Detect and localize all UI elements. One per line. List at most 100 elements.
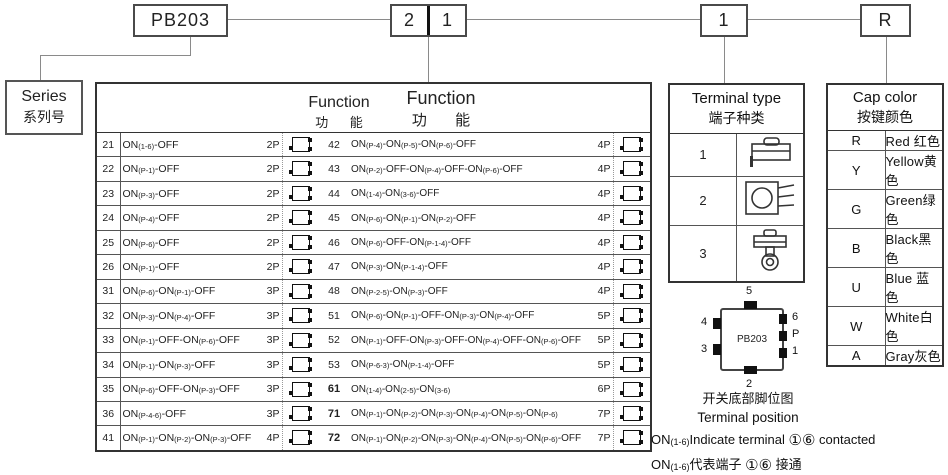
cap-color-label: Green绿色 — [885, 189, 943, 229]
connector-line — [886, 33, 887, 83]
pin-diagram-cell — [612, 205, 651, 231]
terminal-type-row: 2 — [669, 176, 804, 226]
function-desc: ON(P-6)-OFF — [120, 230, 260, 256]
function-code: 72 — [327, 432, 341, 445]
series-code-box: PB203 — [133, 4, 228, 37]
cap-color-code: G — [827, 189, 886, 229]
pin-diagram-icon — [620, 357, 644, 373]
pin-diagram-icon — [620, 332, 644, 348]
pin-diagram-icon — [620, 161, 644, 177]
pole-count: 7P — [597, 432, 611, 445]
terminal-type-code: 1 — [669, 133, 737, 177]
function-desc: ON(P-1)-ON(P-2)-ON(P-3)-OFF — [122, 432, 252, 445]
footprint-caption-en: Terminal position — [697, 410, 799, 425]
function-desc: ON(P-1)-OFF — [120, 254, 260, 280]
pin-diagram-cell — [612, 425, 651, 451]
switch-front-pins-icon — [736, 176, 804, 226]
pin-p — [779, 331, 787, 341]
cap-color-code: Y — [827, 150, 886, 190]
pin-diagram-icon — [620, 210, 644, 226]
pin-diagram-cell — [612, 156, 651, 182]
cap-color-label: Red 红色 — [885, 130, 943, 151]
pin-diagram-icon — [620, 308, 644, 324]
pin-diagram-icon — [289, 283, 313, 299]
pin-diagram-icon — [289, 210, 313, 226]
pole-count: 4P — [585, 205, 613, 231]
cap-color-label: Black黑色 — [885, 228, 943, 268]
connector-line — [748, 19, 860, 20]
function-desc: ON(P-6)-OFF-ON(P-3)-OFF — [120, 377, 260, 402]
function-code: 47 — [319, 254, 349, 280]
function-desc: ON(P-1)-OFF-ON(P-3)-OFF-ON(P-4)-OFF-ON(P… — [349, 328, 585, 354]
pin-diagram-icon — [289, 185, 313, 201]
function-code: 24 — [96, 205, 121, 231]
cap-code-box: R — [860, 4, 911, 37]
pin-diagram-icon — [620, 259, 644, 275]
function-desc: ON(P-4)-OFF — [120, 205, 260, 231]
pole-count: 6P — [585, 377, 613, 402]
pole-count: 4P — [585, 156, 613, 182]
pin-diagram-cell — [612, 352, 651, 378]
pin-diagram-cell — [612, 328, 651, 354]
function-desc: ON(P-1)-OFF — [120, 156, 260, 182]
terminal-note-zh: ON(1-6)代表端子 ①⑥ 接通 — [651, 457, 802, 474]
pin-diagram-icon — [289, 259, 313, 275]
pin-diagram-cell — [281, 181, 319, 207]
pin-diagram-icon — [620, 185, 644, 201]
pole-count: 2P — [260, 156, 282, 182]
pole-count: 2P — [260, 132, 282, 158]
pin-5 — [744, 301, 757, 309]
pin-diagram-icon — [620, 405, 644, 421]
connector-line — [228, 19, 390, 20]
pin-diagram-cell — [281, 156, 319, 182]
cap-color-code: U — [827, 267, 886, 307]
cap-color-title: Cap color 按键颜色 — [852, 88, 918, 125]
series-title-zh: 系列号 — [23, 109, 65, 125]
pin-diagram-cell — [281, 425, 319, 451]
pole-count: 2P — [260, 205, 282, 231]
function-desc: ON(P-1)-OFF-ON(P-6)-OFF — [120, 328, 260, 354]
function-desc: ON(P-3)-ON(P-1-4)-OFF — [349, 254, 585, 280]
footprint-caption-zh: 开关底部脚位图 — [702, 391, 794, 406]
pole-count: 4P — [585, 132, 613, 158]
pin-label-4: 4 — [701, 316, 708, 328]
pin-label-3: 3 — [701, 343, 708, 355]
function-desc: ON(P-4-6)-OFF — [120, 401, 260, 427]
function-code: 42 — [319, 132, 349, 158]
pole-count: 5P — [585, 303, 613, 329]
pole-count: 4P — [266, 432, 280, 445]
function-code: 25 — [96, 230, 121, 256]
pin-diagram-cell — [281, 132, 319, 158]
function-code: 44 — [319, 181, 349, 207]
cap-code: R — [878, 10, 893, 30]
function-desc: ON(1-4)-ON(2-5)-ON(3-6) — [349, 377, 585, 402]
pin-diagram-cell — [612, 279, 651, 305]
function-code: 21 — [96, 132, 121, 158]
function-code: 48 — [319, 279, 349, 305]
function-code: 71 — [319, 401, 349, 427]
terminal-code-box: 1 — [700, 4, 748, 37]
series-title: Series — [21, 88, 67, 105]
pole-count: 2P — [260, 181, 282, 207]
pole-count: 5P — [585, 328, 613, 354]
pin-6 — [779, 314, 787, 324]
pin-diagram-icon — [289, 234, 313, 250]
pin-diagram-cell — [612, 132, 651, 158]
pole-count: 3P — [260, 377, 282, 402]
pin-diagram-cell — [281, 377, 319, 402]
connector-line — [724, 33, 725, 83]
function-code: 33 — [96, 328, 121, 354]
function-title: Function 功 能 — [308, 94, 372, 130]
cap-color-code: W — [827, 306, 886, 346]
function-desc: ON(P-1)-ON(P-2)-ON(P-3)-ON(P-4)-ON(P-5)-… — [349, 401, 585, 427]
connector-line — [428, 33, 429, 82]
